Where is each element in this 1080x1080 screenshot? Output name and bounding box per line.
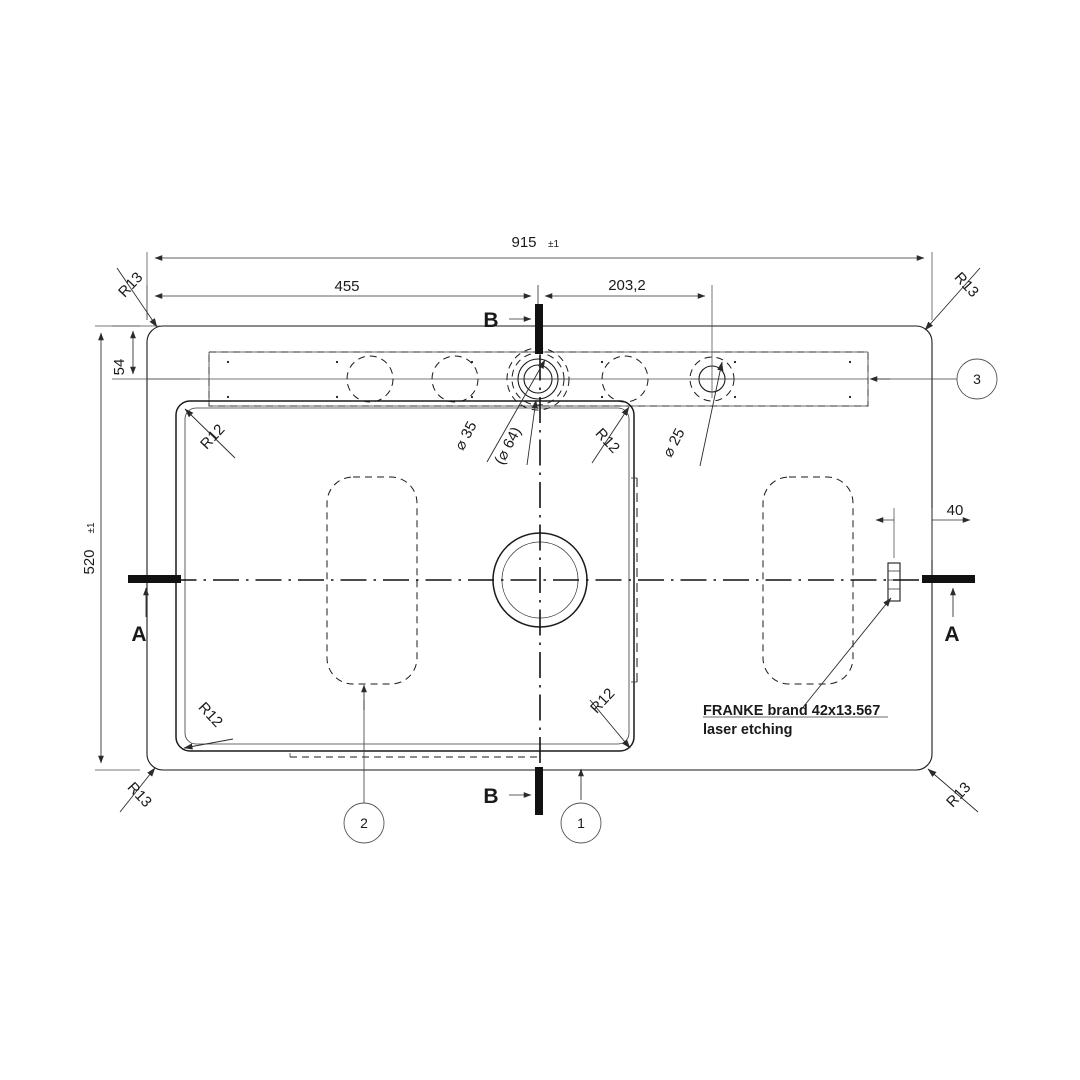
detail-bubble-3[interactable]	[869, 358, 998, 400]
section-mark-a-right	[922, 575, 975, 617]
section-mark-b-bottom	[509, 767, 543, 815]
section-mark-b-top	[509, 304, 543, 354]
dim-overall-depth-520	[95, 325, 140, 771]
leader-r12-topright	[591, 406, 630, 464]
leader-r13-bottomleft	[119, 767, 156, 813]
leader-laser-etching	[703, 597, 892, 718]
detail-bubble-1[interactable]	[560, 768, 602, 844]
leader-r12-topleft	[184, 408, 236, 459]
radius-label-r12-bl: R12	[195, 699, 226, 731]
dim-text-54: 54	[111, 359, 128, 376]
dim-text-520: 520	[81, 549, 98, 574]
detail-bubble-label-2: 2	[360, 815, 368, 831]
laser-etch-badge	[887, 562, 901, 602]
dim-tol-915: ±1	[548, 239, 559, 250]
leader-dia-64	[526, 399, 538, 466]
dim-text-203-2: 203,2	[608, 277, 646, 294]
radius-label-r13-bl: R13	[124, 779, 155, 811]
leader-r12-bottomright	[589, 699, 631, 749]
radius-label-r13-br: R13	[943, 779, 974, 811]
hole-label-dia-25: ⌀ 25	[660, 426, 689, 460]
leader-r13-topright	[924, 267, 981, 331]
leader-dia-35	[486, 359, 546, 463]
detail-bubble-2[interactable]	[343, 684, 385, 844]
dim-203-2	[537, 285, 713, 360]
detail-bubble-label-1: 1	[577, 815, 585, 831]
centerlines	[128, 312, 975, 800]
leader-r12-bottomleft	[183, 738, 234, 750]
radius-label-r12-tr: R12	[592, 425, 623, 457]
dim-tol-520: ±1	[86, 522, 97, 533]
label-520: 520 ±1	[81, 522, 98, 574]
radius-label-r12-br: R12	[587, 685, 618, 717]
radius-label-r13-tl: R13	[115, 269, 146, 301]
dim-455	[146, 285, 539, 352]
section-mark-a-left	[128, 575, 181, 617]
deck-knockout-holes	[346, 355, 649, 403]
note-brand-line2: laser etching	[703, 722, 792, 738]
dim-text-455: 455	[334, 278, 359, 295]
dim-40	[875, 508, 971, 560]
detail-bubble-label-3: 3	[973, 371, 981, 387]
leader-r13-bottomright	[927, 768, 979, 813]
hole-label-dia-35: ⌀ 35	[452, 419, 481, 453]
dim-text-915: 915	[511, 234, 536, 251]
section-letter-a-left: A	[131, 623, 146, 646]
section-letter-b-bottom: B	[483, 785, 498, 808]
dim-text-40: 40	[947, 502, 964, 519]
leader-dia-25	[699, 361, 724, 467]
section-letter-b-top: B	[483, 309, 498, 332]
label-915: 915 ±1	[511, 234, 559, 251]
sink-bowl-outline	[175, 400, 638, 758]
leader-r13-topleft	[116, 267, 158, 328]
section-letter-a-right: A	[944, 623, 959, 646]
outer-plate-outline	[146, 325, 933, 771]
note-brand-line1: FRANKE brand 42x13.567	[703, 703, 880, 719]
accessory-hole	[689, 356, 735, 402]
